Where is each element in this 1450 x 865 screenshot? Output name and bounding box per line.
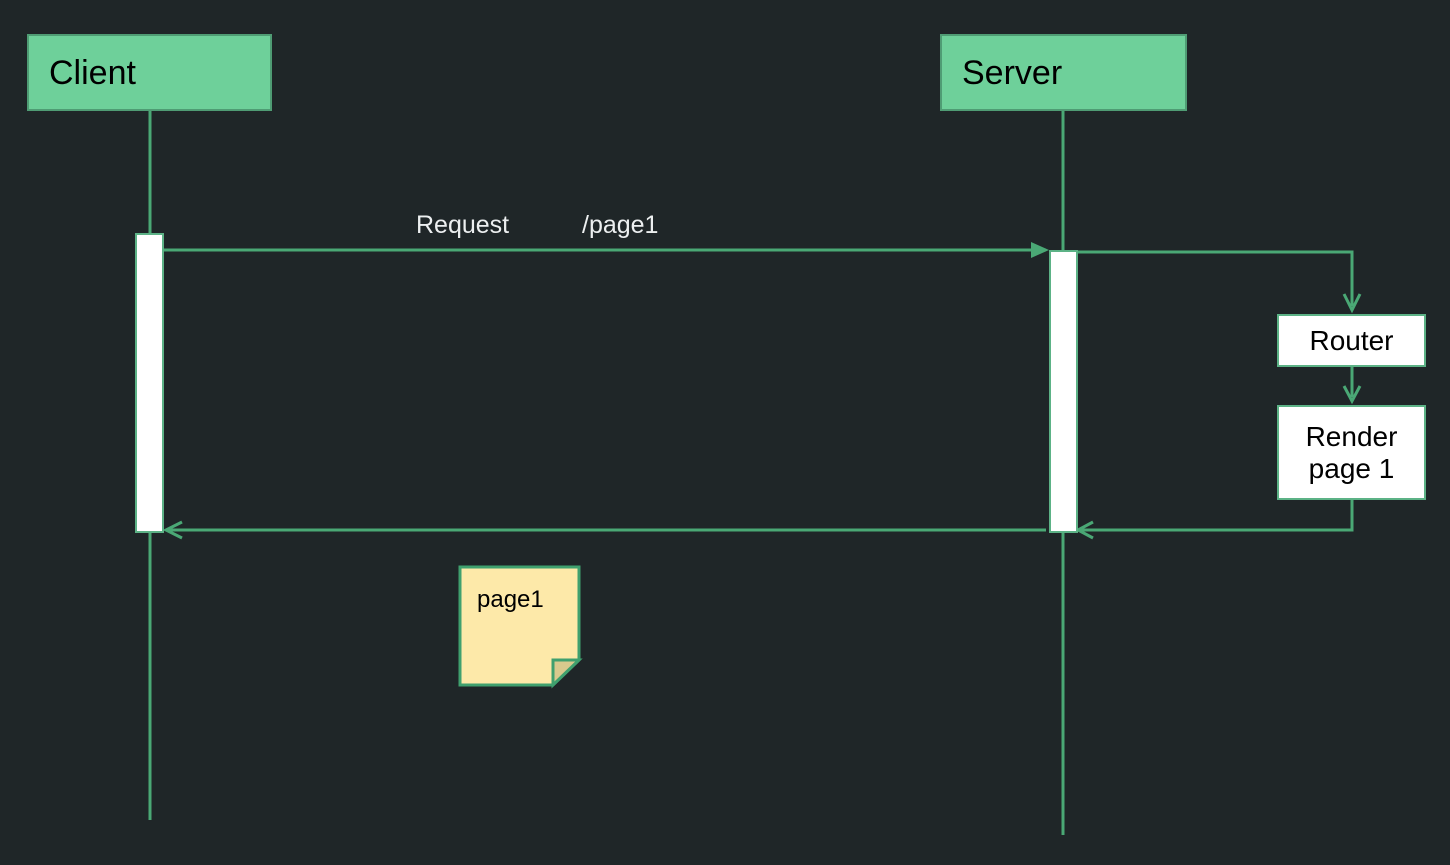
message-line-server-to-router [1078, 250, 1354, 306]
note-text: page1 [477, 586, 544, 613]
message-line-render-to-server [1081, 500, 1354, 532]
process-box-label-router: Router [1309, 324, 1394, 356]
activation-bar-server[interactable] [1049, 250, 1078, 533]
arrowhead-open-response [162, 520, 183, 540]
note-page1[interactable]: page1 [459, 566, 581, 687]
arrowhead-open-server-return [1074, 520, 1094, 540]
arrowhead-open-render-in [1342, 385, 1362, 405]
arrowhead-open-router-in [1342, 293, 1362, 314]
process-box-render[interactable]: Render page 1 [1277, 405, 1426, 500]
participant-box-server[interactable]: Server [940, 34, 1187, 111]
note-fold-shape [551, 658, 583, 689]
arrowhead-filled-request [1031, 242, 1049, 258]
message-label-request-secondary: /page1 [582, 211, 659, 239]
activation-bar-client[interactable] [135, 233, 164, 533]
process-box-router[interactable]: Router [1277, 314, 1426, 367]
participant-label-client: Client [49, 53, 136, 92]
message-label-request-primary: Request [416, 211, 510, 239]
process-box-label-render: Render page 1 [1305, 421, 1398, 484]
participant-label-server: Server [962, 53, 1063, 92]
participant-box-client[interactable]: Client [27, 34, 272, 111]
